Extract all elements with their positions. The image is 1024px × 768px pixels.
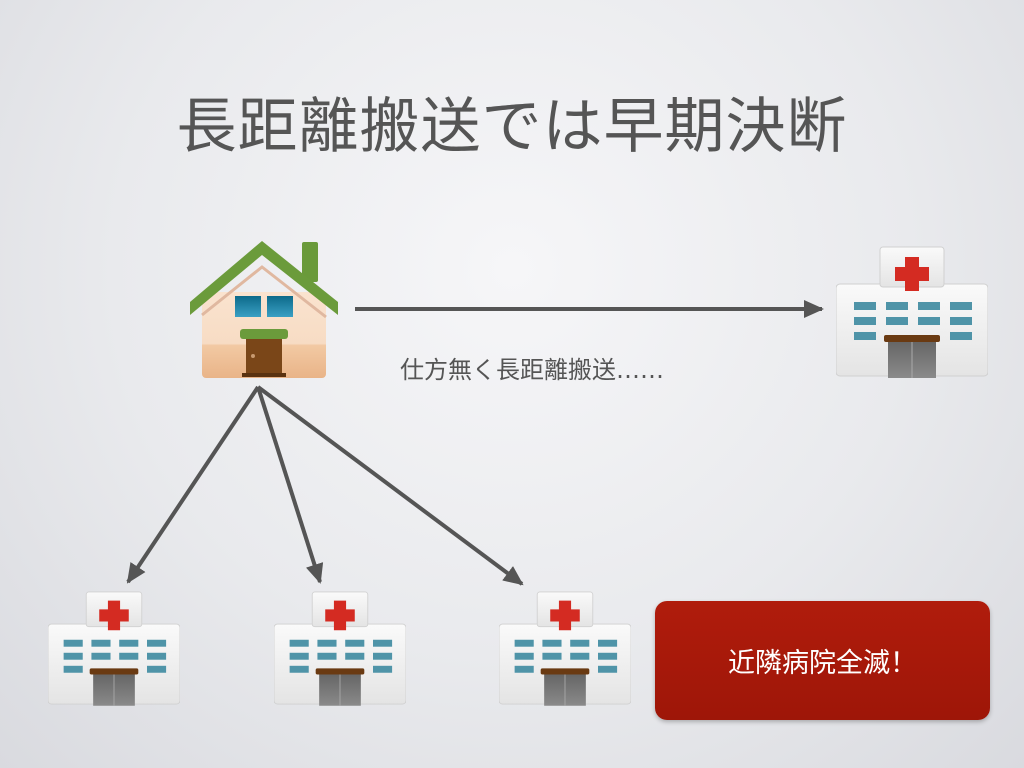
slide-title: 長距離搬送では早期決断 (176, 92, 848, 162)
alert-box: 近隣病院全滅！ (655, 601, 990, 720)
hospital-icon-near-2 (274, 591, 406, 707)
arrow-nearby-3 (256, 385, 524, 586)
arrow-nearby-1 (126, 385, 260, 584)
alert-text: 近隣病院全滅！ (728, 648, 917, 679)
long-distance-caption: 仕方無く長距離搬送…… (400, 356, 664, 384)
arrow-nearby-2 (256, 386, 324, 584)
house-icon (190, 241, 338, 378)
hospital-icon-near-3 (499, 591, 631, 707)
hospital-icon-far (836, 246, 988, 379)
hospital-icon-near-1 (48, 591, 180, 707)
